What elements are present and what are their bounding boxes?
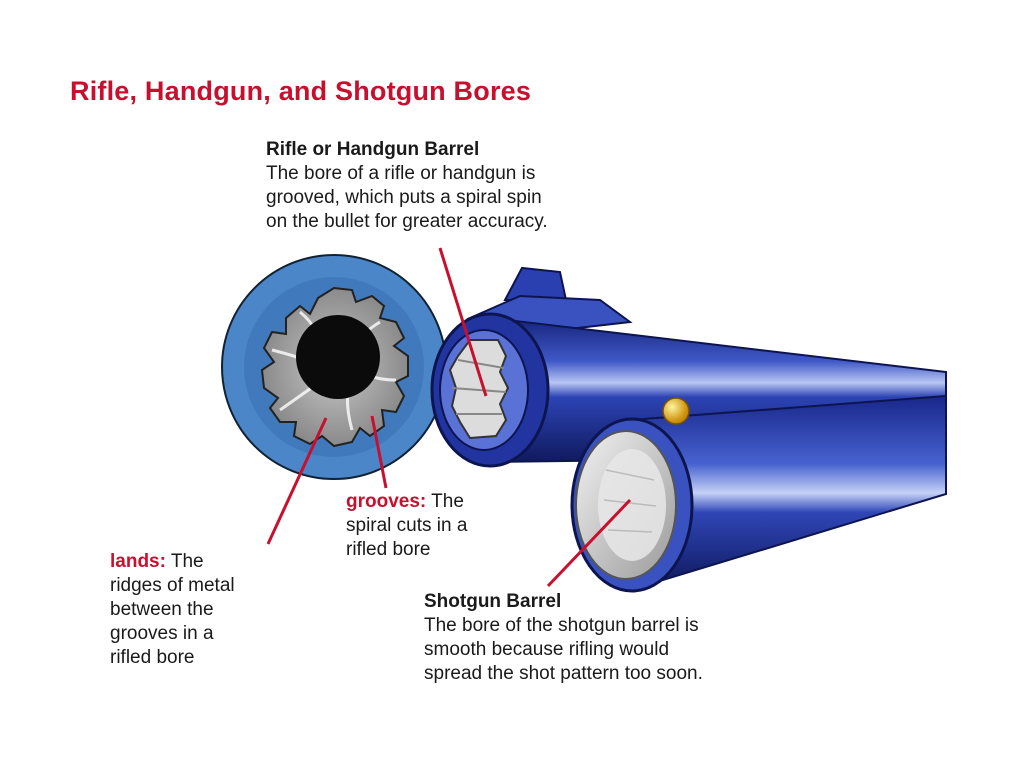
grooves-pointer (370, 415, 388, 489)
shotgun-callout-line: spread the shot pattern too soon. (424, 663, 703, 684)
shotgun-barrel (570, 394, 947, 593)
rifle-barrel-pointer (438, 247, 488, 397)
rifle-callout-heading: Rifle or Handgun Barrel (266, 139, 480, 160)
lands-term: lands: (110, 551, 166, 572)
shotgun-barrel-pointer (546, 498, 632, 588)
grooves-callout-line: The (426, 491, 464, 512)
lands-callout-line: ridges of metal (110, 575, 235, 596)
rifle-callout-line: on the bullet for greater accuracy. (266, 211, 548, 232)
grooves-callout: grooves: The spiral cuts in a rifled bor… (346, 490, 467, 562)
grooves-term: grooves: (346, 491, 427, 512)
shotgun-callout-line: The bore of the shotgun barrel is (424, 615, 699, 636)
rifle-callout-line: The bore of a rifle or handgun is (266, 163, 536, 184)
grooves-callout-line: rifled bore (346, 539, 431, 560)
shotgun-callout-line: smooth because rifling would (424, 639, 670, 660)
shotgun-callout: Shotgun Barrel The bore of the shotgun b… (424, 590, 703, 686)
diagram-title: Rifle, Handgun, and Shotgun Bores (70, 76, 532, 106)
front-bead-sight (662, 397, 690, 425)
lands-callout-line: between the (110, 599, 214, 620)
rifle-callout-line: grooved, which puts a spiral spin (266, 187, 542, 208)
lands-pointer (266, 417, 328, 545)
grooves-callout-line: spiral cuts in a (346, 515, 468, 536)
lands-callout-line: The (165, 551, 204, 572)
rifled-bore-cross-section (221, 254, 447, 480)
rifle-callout: Rifle or Handgun Barrel The bore of a ri… (266, 138, 548, 234)
pointer-lines (266, 247, 632, 588)
lands-callout-line: grooves in a (110, 623, 214, 644)
lands-callout: lands: The ridges of metal between the g… (110, 550, 235, 670)
shotgun-callout-heading: Shotgun Barrel (424, 591, 562, 612)
lands-callout-line: rifled bore (110, 647, 195, 668)
